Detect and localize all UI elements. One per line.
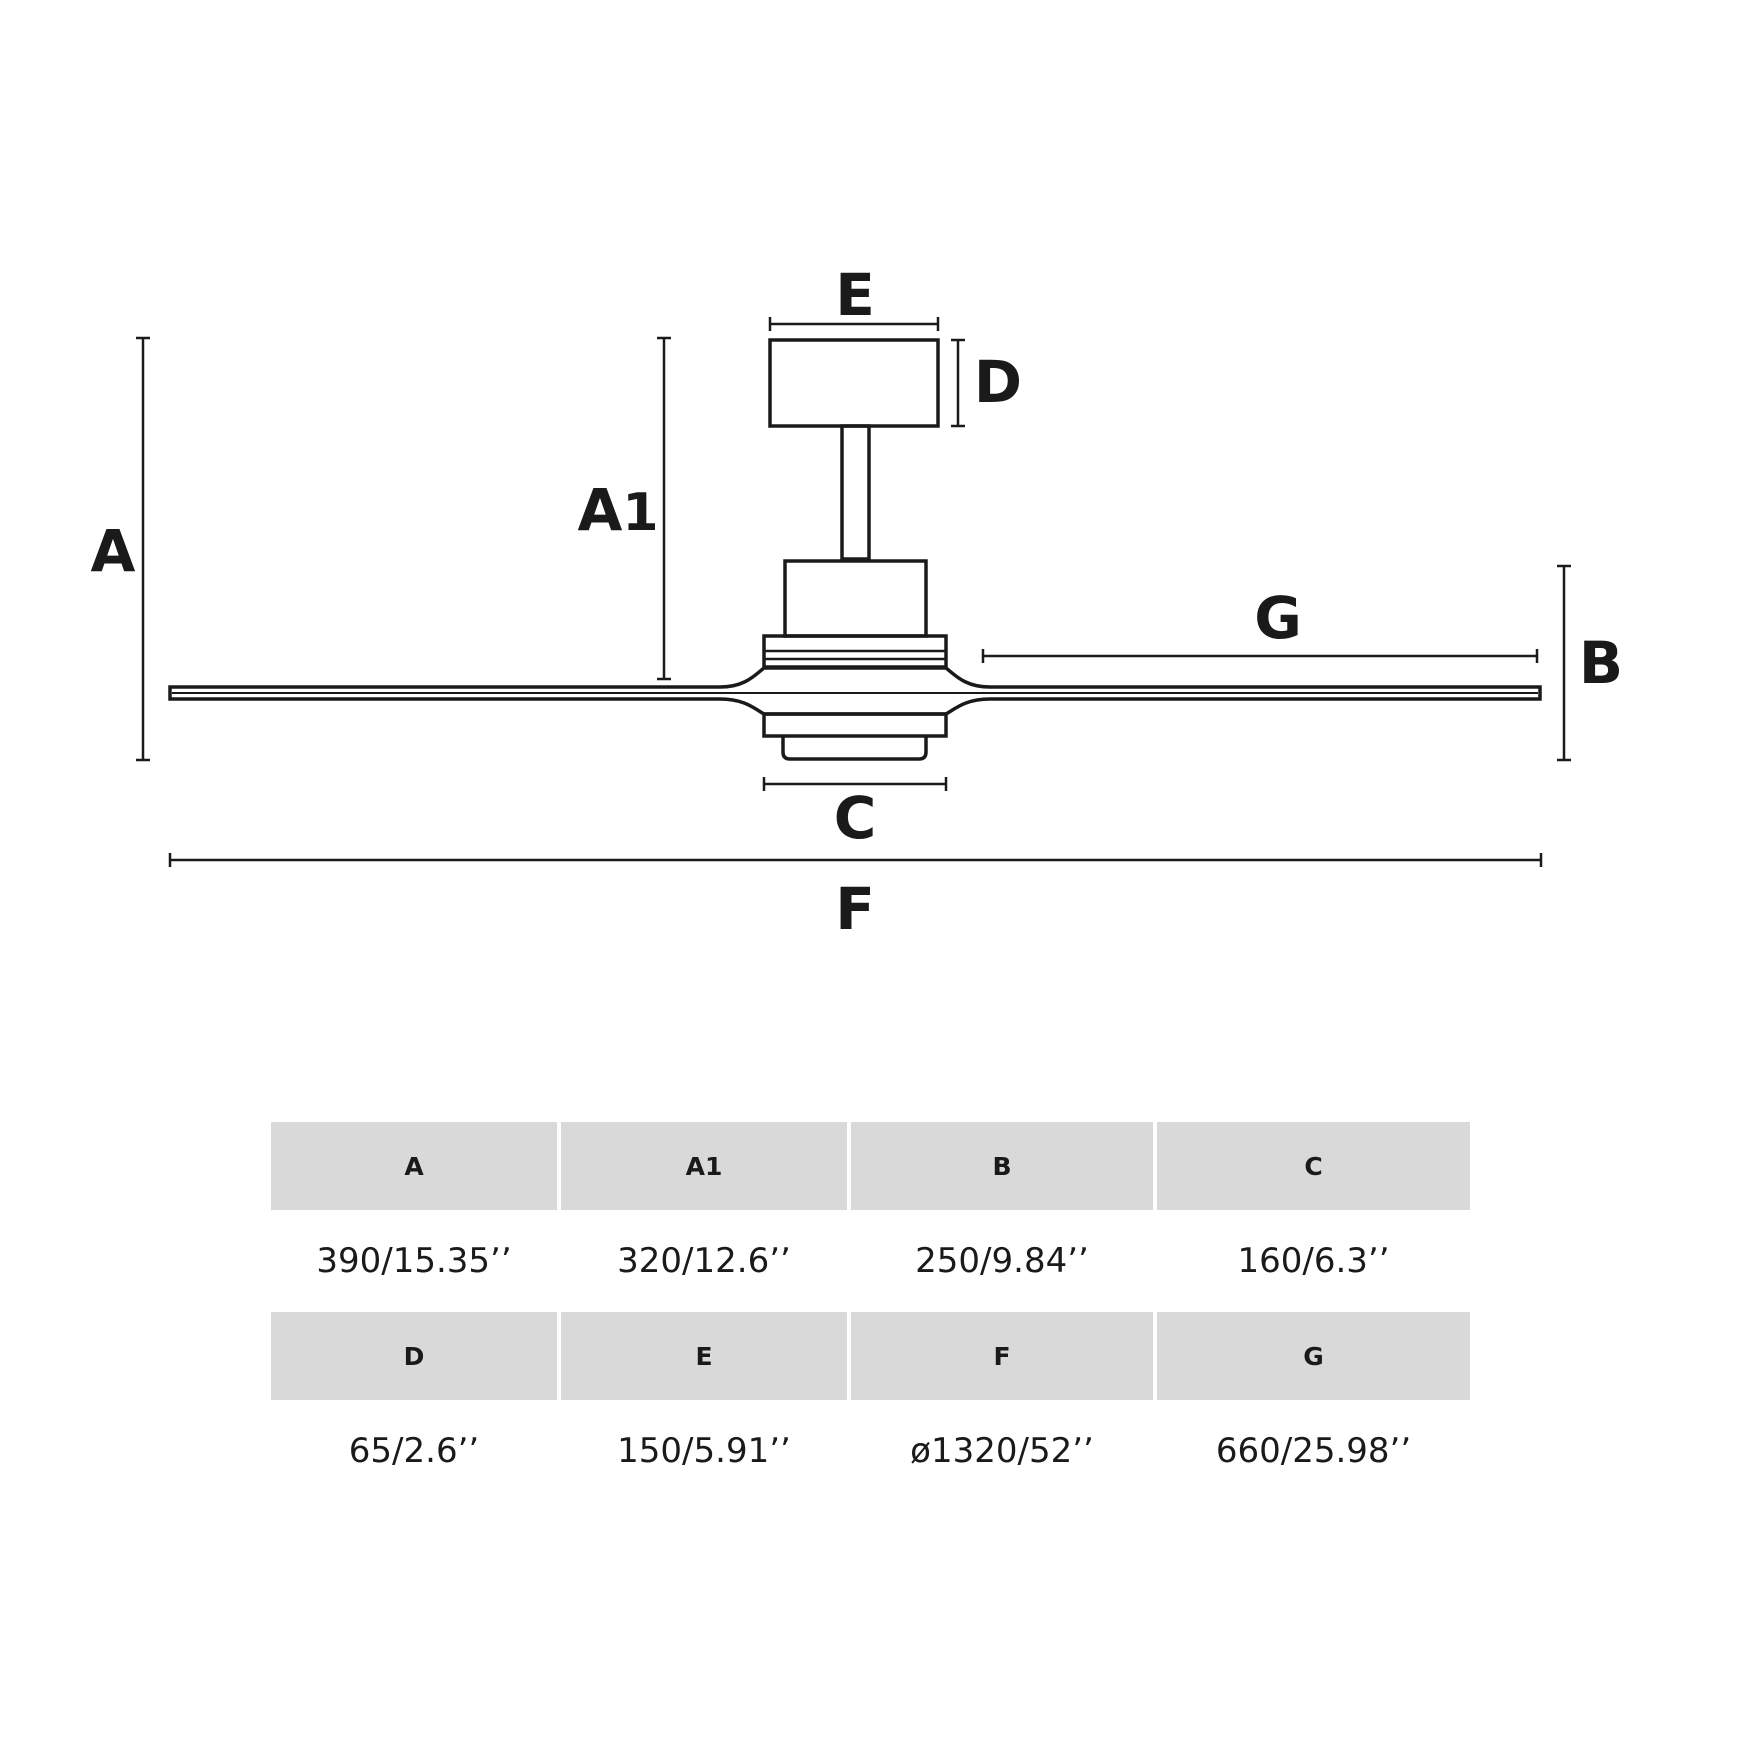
table-header-cell: B [851, 1122, 1153, 1210]
table-value-cell: 65/2.6’’ [348, 1431, 480, 1471]
dimension-labels: A A1 E D G B C F [91, 261, 1624, 943]
table-header-cell: A1 [561, 1122, 847, 1210]
fan-blade [168, 666, 1542, 716]
light-cover [781, 736, 928, 761]
table-header-cell: G [1157, 1312, 1470, 1400]
dim-label-c: C [834, 784, 877, 852]
ceiling-canopy [768, 338, 940, 428]
motor-upper-housing [783, 559, 928, 638]
motor-lower-housing [762, 712, 948, 738]
dim-label-f: F [835, 875, 875, 943]
table-header-cell: C [1157, 1122, 1470, 1210]
dim-label-a1-sub: 1 [622, 483, 658, 543]
ceiling-fan-dimension-diagram: A A1 E D G B C F [91, 261, 1624, 943]
table-header-cell: F [851, 1312, 1153, 1400]
table-value-cell: 250/9.84’’ [915, 1241, 1089, 1281]
table-header-cell: E [561, 1312, 847, 1400]
dimension-lines [136, 317, 1571, 867]
table-value-row: 390/15.35’’ 320/12.6’’ 250/9.84’’ 160/6.… [271, 1210, 1470, 1298]
dim-label-g: G [1254, 584, 1302, 652]
downrod [840, 424, 871, 561]
table-value-cell: 660/25.98’’ [1215, 1431, 1412, 1471]
table-value-cell: ø1320/52’’ [910, 1431, 1094, 1471]
dim-label-b: B [1579, 629, 1623, 697]
table-header-cell: D [271, 1312, 557, 1400]
table-header-row: D E F G [271, 1312, 1470, 1400]
table-value-cell: 390/15.35’’ [316, 1241, 512, 1281]
table-header-cell: A [271, 1122, 557, 1210]
dimension-table: A A1 B C 390/15.35’’ 320/12.6’’ 250/9.84… [271, 1122, 1470, 1502]
dim-label-d: D [974, 348, 1022, 416]
table-value-cell: 160/6.3’’ [1237, 1241, 1390, 1281]
dim-label-e: E [835, 261, 875, 329]
dim-label-a: A [91, 517, 136, 585]
dim-label-a1: A1 [577, 476, 658, 544]
dim-label-a1-main: A [577, 476, 622, 544]
table-value-row: 65/2.6’’ 150/5.91’’ ø1320/52’’ 660/25.98… [271, 1400, 1470, 1488]
table-header-row: A A1 B C [271, 1122, 1470, 1210]
table-value-cell: 320/12.6’’ [617, 1241, 791, 1281]
fan-drawing [168, 338, 1542, 761]
table-value-cell: 150/5.91’’ [617, 1431, 791, 1471]
